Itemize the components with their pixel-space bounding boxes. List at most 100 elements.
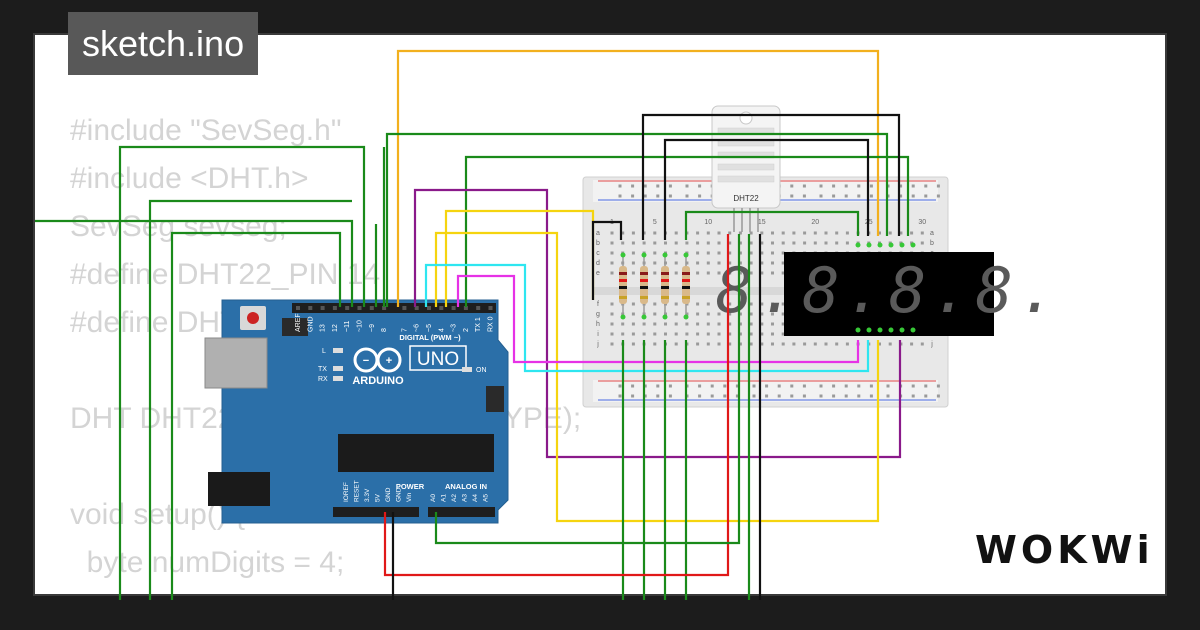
digital-pin-label: RX 0 [488,316,495,332]
row-letter: j [596,341,599,348]
power-header-label: POWER [396,482,425,491]
analog-pin-label: A0 [430,494,437,502]
svg-text:−: − [363,355,369,367]
arduino-uno-board[interactable]: AREF GND 13 12 ~11 ~10 ~9 8 7 ~6 ~5 4 ~3 2 TX 1 RX 0 DI… [204,299,509,524]
wire [434,234,741,545]
display-pins [855,242,916,333]
power-pin-label: IOREF [343,482,350,502]
resistor[interactable] [682,266,690,304]
row-letter: d [596,260,600,267]
wire [148,199,352,600]
analog-pin-label: A2 [451,494,458,502]
digital-pin-label: ~10 [357,320,364,332]
power-pin-label: GND [396,487,403,502]
digital-pin-label: GND [307,316,314,332]
digital-pin-label: ~5 [426,324,433,332]
usb-port [204,337,268,389]
led-l [333,348,343,353]
seven-segment-display[interactable]: 8.8.8.8. [716,252,1063,336]
arduino-logo: − + [353,347,402,373]
digital-header-label: DIGITAL (PWM ~) [399,333,461,342]
wire [641,113,901,240]
row-letter: b [596,240,600,247]
column-number: 5 [653,219,657,226]
power-jack [208,472,270,506]
digital-pin-label: 8 [381,328,388,332]
digital-pin-label: TX 1 [475,317,482,332]
power-pin-label: 3.3V [364,488,371,502]
code-line: #include "SevSeg.h" [70,114,342,147]
wire [413,188,902,459]
display-digits: 8.8.8.8. [716,254,1063,327]
wire [170,231,342,600]
digital-pin-label: AREF [295,313,302,332]
row-letter: j [930,341,933,348]
column-number: 15 [758,219,766,226]
digital-pin-label: ~3 [451,324,458,332]
reset-button-cap[interactable] [247,312,259,324]
digital-pin-label: 7 [401,328,408,332]
wire [383,234,730,577]
led-on-label: ON [476,367,487,374]
digital-header[interactable] [292,303,496,313]
power-header[interactable] [333,507,419,517]
row-letter: i [597,331,599,338]
column-number: 30 [918,219,926,226]
wire [444,209,595,307]
row-letter: f [597,301,599,308]
power-pin-label: Vin [406,492,413,502]
analog-pin-label: A4 [472,494,479,502]
analog-pin-label: A3 [462,494,469,502]
led-l-label: L [322,348,326,355]
digital-pin-label: ~6 [414,324,421,332]
wire [424,263,870,373]
digital-pin-label: 4 [438,328,445,332]
digital-pin-label: ~9 [369,324,376,332]
row-letter: a [596,230,600,237]
analog-pin-label: A5 [483,494,490,502]
wire [591,220,623,300]
wire [684,210,860,240]
sketch-title: sketch.ino [68,12,259,75]
code-line: byte numDigits = 4; [70,546,345,579]
digital-pin-label: 2 [463,328,470,332]
wire [663,138,870,240]
resistor[interactable] [619,266,627,304]
analog-header[interactable] [428,507,495,517]
wire [456,274,860,364]
analog-pin-label: A1 [441,494,448,502]
resistor[interactable] [661,266,669,304]
row-letter: g [596,311,600,318]
column-number: 20 [811,219,819,226]
code-line: #include <DHT.h> [70,162,309,195]
led-tx-label: TX [318,366,327,373]
wire [396,49,880,307]
digital-pin-label: 13 [320,324,327,332]
digital-pin-label: ~11 [344,321,351,332]
led-rx [333,376,343,381]
wire [385,132,889,307]
column-number: 10 [704,219,712,226]
atmega-chip [338,434,494,472]
row-letter: b [930,240,934,247]
row-letter: h [596,321,600,328]
digital-pin-label: 12 [332,324,339,332]
led-on [462,367,472,372]
wokwi-logo: WOKWi [975,528,1154,572]
wire [35,219,354,307]
brand-label: ARDUINO [352,375,404,387]
digital-pin-labels: AREF GND 13 12 ~11 ~10 ~9 8 7 ~6 ~5 4 ~3 2 TX 1 RX 0 [295,306,495,332]
resistor[interactable] [640,266,648,304]
power-pin-label: GND [385,487,392,502]
wires [35,49,910,600]
resistors [619,252,690,320]
power-pin-label: RESET [354,480,361,502]
row-letter: e [596,270,600,277]
led-rx-label: RX [318,376,328,383]
svg-text:+: + [386,355,392,367]
analog-header-label: ANALOG IN [445,482,487,491]
wire [118,145,366,600]
